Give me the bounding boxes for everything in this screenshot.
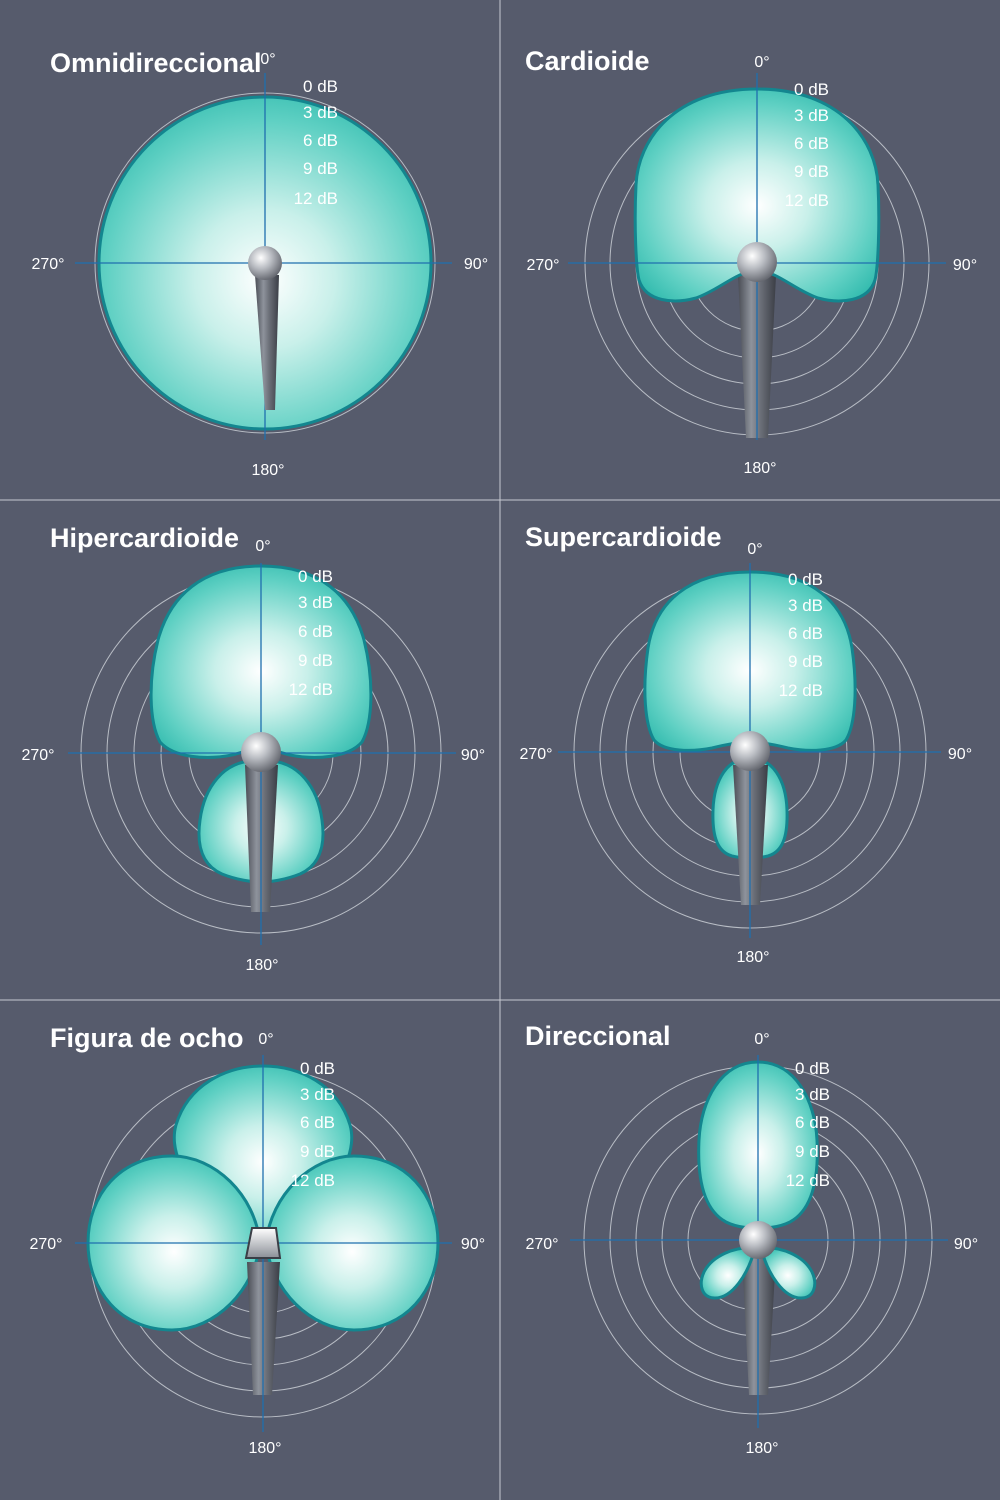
db-label: 6 dB <box>303 131 338 150</box>
microphone-capsule <box>244 1227 282 1259</box>
db-label: 9 dB <box>298 651 333 670</box>
db-label: 9 dB <box>303 159 338 178</box>
panel-shotgun: Direccional 0° 90° 180° 270° 0 dB 3 dB 6… <box>525 1021 978 1457</box>
angle-label-270: 270° <box>31 256 64 273</box>
microphone-capsule <box>241 732 281 772</box>
panel-title: Supercardioide <box>525 522 722 552</box>
angle-label-180: 180° <box>743 460 776 477</box>
angle-label-90: 90° <box>461 747 485 764</box>
angle-label-180: 180° <box>245 957 278 974</box>
panel-supercardioid: Supercardioide 0° 90° 180° 270° 0 dB 3 d… <box>519 522 972 966</box>
angle-label-90: 90° <box>948 746 972 763</box>
db-label: 12 dB <box>779 681 823 700</box>
db-label: 0 dB <box>795 1059 830 1078</box>
angle-label-90: 90° <box>464 256 488 273</box>
angle-label-90: 90° <box>461 1236 485 1253</box>
panel-title: Hipercardioide <box>50 523 239 553</box>
db-label: 3 dB <box>303 103 338 122</box>
microphone-capsule <box>737 242 777 282</box>
pickup-pattern-lobe-rear-right <box>759 1246 817 1300</box>
angle-label-0: 0° <box>255 538 270 555</box>
angle-label-0: 0° <box>258 1031 273 1048</box>
angle-label-180: 180° <box>248 1440 281 1457</box>
microphone-capsule <box>730 731 770 771</box>
db-label: 3 dB <box>795 1085 830 1104</box>
panel-title: Cardioide <box>525 46 650 76</box>
angle-label-180: 180° <box>736 949 769 966</box>
panel-hypercardioid: Hipercardioide 0° 90° 180° 270° 0 dB 3 d… <box>21 523 485 974</box>
angle-label-90: 90° <box>953 257 977 274</box>
db-label: 12 dB <box>785 191 829 210</box>
angle-label-270: 270° <box>526 257 559 274</box>
angle-label-270: 270° <box>525 1236 558 1253</box>
db-label: 12 dB <box>291 1171 335 1190</box>
angle-label-0: 0° <box>754 1031 769 1048</box>
db-scale: 0 dB 3 dB 6 dB 9 dB 12 dB <box>294 77 338 208</box>
db-label: 6 dB <box>298 622 333 641</box>
db-label: 9 dB <box>788 652 823 671</box>
db-label: 0 dB <box>300 1059 335 1078</box>
microphone-capsule <box>739 1221 777 1259</box>
panel-omnidirectional: Omnidireccional 0° 90° 180° 270° 0 dB 3 … <box>31 48 488 479</box>
panel-title: Direccional <box>525 1021 671 1051</box>
db-label: 0 dB <box>303 77 338 96</box>
angle-label-270: 270° <box>21 747 54 764</box>
angle-label-90: 90° <box>954 1236 978 1253</box>
angle-label-270: 270° <box>29 1236 62 1253</box>
db-label: 9 dB <box>795 1142 830 1161</box>
microphone-capsule <box>248 246 282 280</box>
microphone-body <box>742 1255 776 1395</box>
db-scale: 0 dB 3 dB 6 dB 9 dB 12 dB <box>786 1059 830 1190</box>
db-label: 9 dB <box>794 162 829 181</box>
db-scale: 0 dB 3 dB 6 dB 9 dB 12 dB <box>291 1059 335 1190</box>
panel-title: Figura de ocho <box>50 1023 244 1053</box>
microphone-body <box>255 275 279 410</box>
db-label: 3 dB <box>298 593 333 612</box>
db-label: 6 dB <box>788 624 823 643</box>
angle-label-180: 180° <box>251 462 284 479</box>
db-label: 12 dB <box>786 1171 830 1190</box>
angle-label-0: 0° <box>754 54 769 71</box>
db-label: 3 dB <box>788 596 823 615</box>
angle-label-0: 0° <box>260 51 275 68</box>
db-label: 6 dB <box>794 134 829 153</box>
db-label: 3 dB <box>794 106 829 125</box>
db-label: 0 dB <box>298 567 333 586</box>
db-label: 0 dB <box>788 570 823 589</box>
db-scale: 0 dB 3 dB 6 dB 9 dB 12 dB <box>289 567 333 699</box>
db-scale: 0 dB 3 dB 6 dB 9 dB 12 dB <box>779 570 823 700</box>
angle-label-180: 180° <box>745 1440 778 1457</box>
db-label: 9 dB <box>300 1142 335 1161</box>
panel-cardioid: Cardioide 0° 90° 180° 270° 0 dB 3 dB 6 d… <box>525 46 977 477</box>
angle-label-270: 270° <box>519 746 552 763</box>
panel-title: Omnidireccional <box>50 48 262 78</box>
pickup-pattern-lobe-rear-left <box>699 1246 757 1300</box>
db-label: 0 dB <box>794 80 829 99</box>
angle-label-0: 0° <box>747 541 762 558</box>
db-label: 12 dB <box>289 680 333 699</box>
db-label: 6 dB <box>795 1113 830 1132</box>
db-scale: 0 dB 3 dB 6 dB 9 dB 12 dB <box>785 80 829 210</box>
panel-figure-eight: Figura de ocho 0° 90° 180° 270° 0 dB 3 d… <box>29 1023 485 1457</box>
db-label: 12 dB <box>294 189 338 208</box>
db-label: 6 dB <box>300 1113 335 1132</box>
db-label: 3 dB <box>300 1085 335 1104</box>
